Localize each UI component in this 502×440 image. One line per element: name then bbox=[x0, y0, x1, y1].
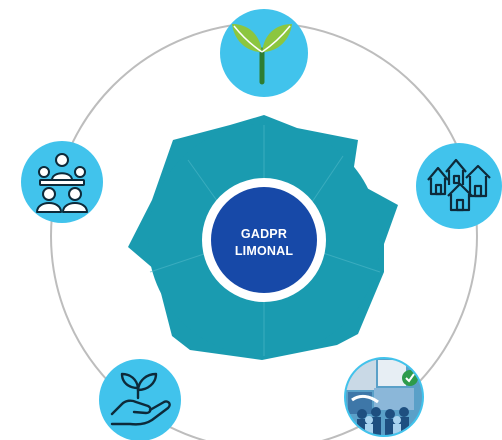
node-right bbox=[416, 143, 502, 229]
hand-plant-icon bbox=[110, 372, 171, 426]
houses-icon bbox=[427, 158, 491, 212]
center-node: GADPR LIMONAL bbox=[211, 187, 317, 293]
center-label-line2: LIMONAL bbox=[235, 244, 293, 258]
sprout-icon bbox=[232, 24, 292, 85]
community-collage-icon bbox=[346, 359, 422, 435]
center-circle bbox=[211, 187, 317, 293]
node-bottom-left bbox=[99, 359, 181, 440]
node-bottom-left-circle bbox=[99, 359, 181, 440]
meeting-icon bbox=[36, 153, 88, 213]
node-bottom-right bbox=[344, 357, 424, 437]
center-label-line1: GADPR bbox=[241, 227, 287, 241]
node-top bbox=[220, 9, 308, 97]
node-left bbox=[21, 141, 103, 223]
ring-segment-lines bbox=[149, 125, 381, 356]
